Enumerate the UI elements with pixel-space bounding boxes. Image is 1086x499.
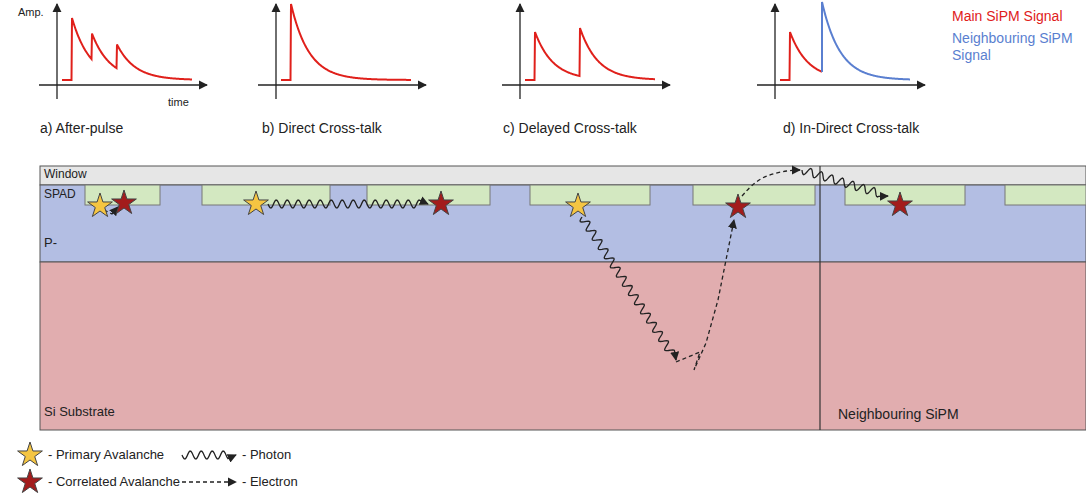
legend-star <box>18 442 43 466</box>
signal-plot <box>39 4 207 99</box>
legend-label: - Photon <box>242 447 291 462</box>
layer-band: Si Substrate <box>44 405 115 420</box>
photon-path <box>268 200 428 208</box>
layer-band: P- <box>44 236 57 251</box>
signal-plot <box>757 2 925 99</box>
x-axis <box>258 84 426 85</box>
main-signal-trace <box>281 4 411 80</box>
correlated-avalanche <box>888 192 913 216</box>
window-layer <box>40 166 1086 185</box>
correlated-avalanche <box>726 194 751 218</box>
legend-entry: - Primary Avalanche <box>48 447 164 463</box>
primary-avalanche <box>88 193 113 217</box>
x-axis <box>502 84 670 85</box>
signal-plot <box>258 4 426 99</box>
x-axis <box>757 84 925 85</box>
substrate-layer <box>40 262 1086 430</box>
legend-electron <box>182 481 236 482</box>
spad-cell <box>693 185 815 205</box>
p-layer <box>40 185 1086 262</box>
legend-entry: - Photon <box>242 447 291 463</box>
legend-star <box>18 469 43 493</box>
layer-label: SPAD <box>44 187 76 201</box>
y-axis <box>56 4 57 99</box>
legend-label: - Electron <box>242 474 298 489</box>
main-signal-trace <box>780 32 822 80</box>
spad-cell <box>367 185 490 205</box>
panel-caption: b) Direct Cross-talk <box>262 120 382 136</box>
panel-caption: a) After-pulse <box>40 120 123 136</box>
main-signal-trace <box>525 28 655 80</box>
photon-path <box>802 169 888 197</box>
layer-label: Neighbouring SiPM <box>838 406 959 422</box>
layer-label: Si Substrate <box>44 404 115 419</box>
panel-caption: d) In-Direct Cross-talk <box>783 120 919 136</box>
legend-entry: - Electron <box>242 474 298 490</box>
main-signal-trace <box>62 18 192 80</box>
legend-photon <box>182 451 236 459</box>
spad-cell <box>1005 185 1086 205</box>
x-axis <box>39 84 207 85</box>
electron-path <box>742 170 800 196</box>
legend-entry: Neighbouring SiPM Signal <box>952 30 1082 64</box>
legend-swatch-text: Main SiPM Signal <box>952 8 1063 24</box>
correlated-avalanche <box>429 191 454 215</box>
sipm-region: Neighbouring SiPM <box>820 166 1086 430</box>
neighbour-signal-trace <box>822 2 910 80</box>
legend-entry: Main SiPM Signal <box>952 8 1063 25</box>
layer-label: Window <box>44 167 87 181</box>
panel-caption: c) Delayed Cross-talk <box>503 120 637 136</box>
legend-label: - Primary Avalanche <box>48 447 164 462</box>
legend-label: Neighbouring SiPM Signal <box>952 30 1073 63</box>
legend-label: - Correlated Avalanche <box>48 474 180 489</box>
layer-label: P- <box>44 235 57 250</box>
sipm-divider <box>819 166 820 430</box>
y-axis <box>275 4 276 99</box>
y-axis <box>519 4 520 99</box>
signal-plot <box>502 4 670 99</box>
primary-avalanche <box>566 193 591 217</box>
legend-swatch-text: Neighbouring SiPM Signal <box>952 30 1073 63</box>
primary-avalanche <box>244 191 269 215</box>
legend-label: Main SiPM Signal <box>952 8 1063 24</box>
axis-label: Amp. <box>18 6 44 18</box>
photon-path <box>580 217 676 360</box>
correlated-avalanche <box>112 190 137 214</box>
axis-label: time <box>168 96 189 108</box>
layer-band: Window <box>44 168 87 182</box>
electron-path <box>676 220 734 370</box>
legend-entry: - Correlated Avalanche <box>48 474 180 490</box>
y-axis <box>774 4 775 99</box>
